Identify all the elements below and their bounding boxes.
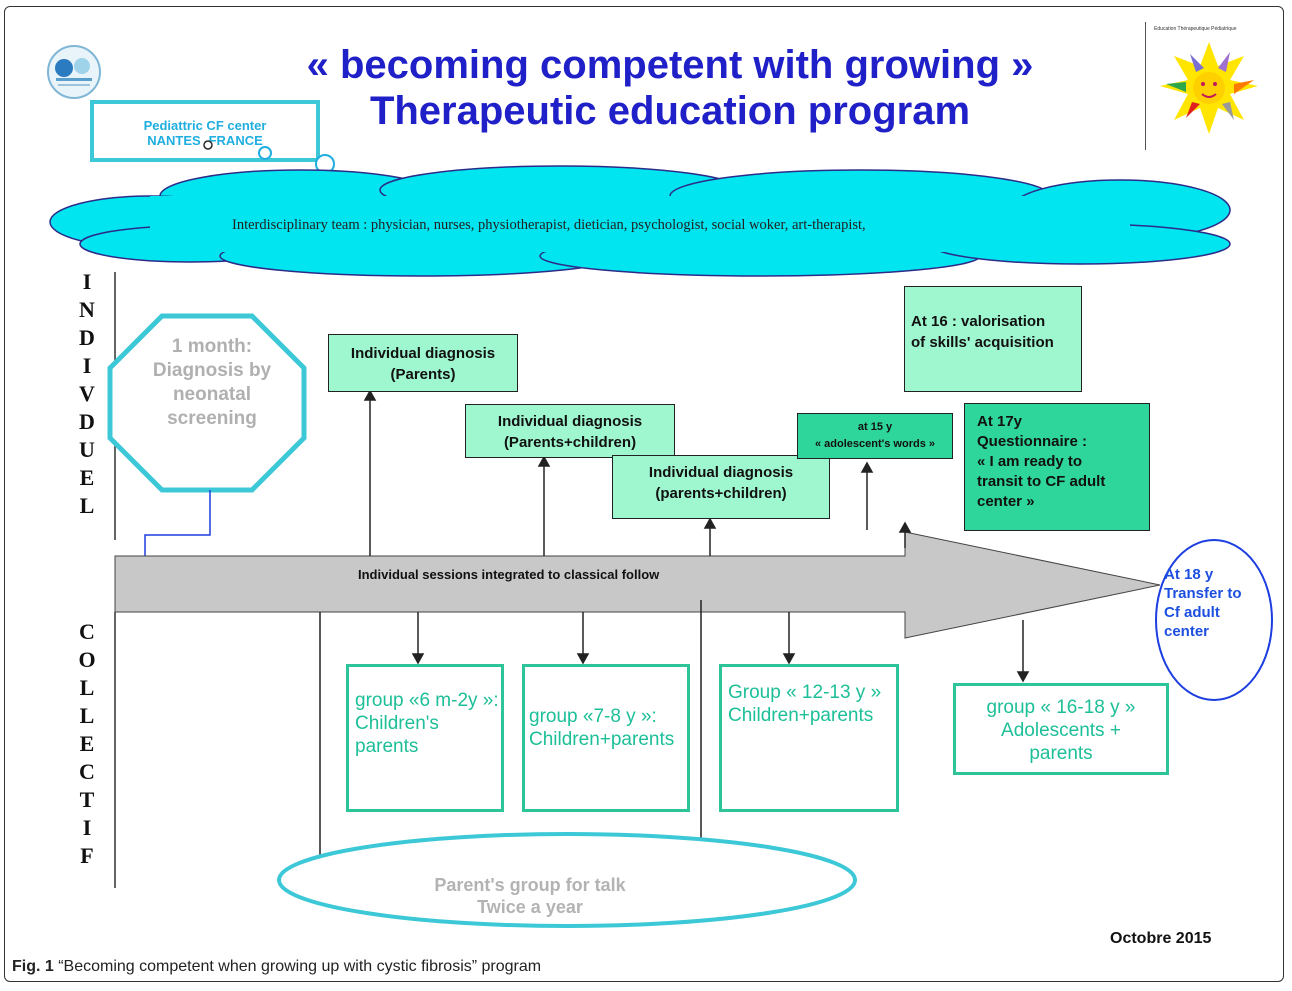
axis-letter: O [78,647,96,672]
group-line: Group « 12-13 y » [728,682,882,703]
group-line: parents [355,736,419,757]
center-label-line-2: NANTES -FRANCE [147,133,263,148]
parents-talk-line: Parent's group for talk [434,875,626,895]
group-line: group « 16-18 y » [986,697,1136,718]
caption-text: “Becoming competent when growing up with… [53,958,542,975]
group-line: Children's [355,713,439,734]
group-7-8y: group «7-8 y »: Children+parents [522,664,690,812]
date-label: Octobre 2015 [1110,930,1212,947]
caption-label: Fig. 1 [12,958,54,975]
box-line: center » [977,493,1035,510]
group-line: Children+parents [728,705,874,726]
axis-letter: C [79,759,95,784]
center-logo [47,45,101,99]
down-arrows [313,600,1030,871]
axis-letter: D [79,409,95,434]
axis-letter: D [79,325,95,350]
axis-letter: I [82,353,92,378]
group-16-18y: group « 16-18 y » Adolescents + parents [953,683,1169,775]
timeline-label: Individual sessions integrated to classi… [358,567,660,582]
axis-letter: T [79,787,95,812]
box-line: (parents+children) [655,485,787,502]
box-line: transit to CF adult [977,473,1106,490]
axis-letter: N [79,297,95,322]
octagon-shape [107,313,307,493]
center-label-line-1: Pediattric CF center [143,118,267,133]
box-line: of skills' acquisition [911,334,1054,351]
axis-letter: V [79,381,95,406]
octagon-text: 1 month: Diagnosis by neonatal screening [152,336,272,429]
group-line: parents [1029,743,1093,764]
title-line-2: Therapeutic education program [369,89,971,133]
timeline-arrow [114,531,1161,639]
axis-letter: U [79,437,95,462]
figure-frame [4,6,1284,982]
box-at-16: At 16 : valorisation of skills' acquisit… [904,286,1082,392]
axis-letter: E [79,465,95,490]
box-diagnosis-parents-children: Individual diagnosis (Parents+children) [465,404,675,458]
box-line: Individual diagnosis [648,464,794,481]
box-line: At 17y [977,413,1023,430]
group-line: Adolescents + [1001,720,1121,741]
axis-letter: L [79,675,95,700]
box-line: (Parents) [390,366,456,383]
axis-letter: L [79,703,95,728]
parents-talk-ellipse [277,832,857,928]
group-line: group «6 m-2y »: [355,690,499,711]
box-line: Individual diagnosis [350,345,496,362]
team-text: Interdisciplinary team : physician, nurs… [232,217,866,233]
sun-logo-icon [1160,42,1258,134]
transfer-text: At 18 y Transfer to Cf adult center [1164,566,1242,640]
figure-caption: Fig. 1 “Becoming competent when growing … [12,958,541,976]
axis-letter: I [82,815,92,840]
bubble-small [203,140,213,150]
bubble-medium [258,146,272,160]
program-logo-caption: Education Thérapeutique Pédiatrique [1154,26,1237,32]
box-diagnosis-parents: Individual diagnosis (Parents) [328,334,518,392]
transfer-ellipse [1155,539,1273,701]
center-label: Pediattric CF center NANTES -FRANCE [90,100,320,162]
box-at-17: At 17y Questionnaire : « I am ready to t… [964,403,1150,531]
axis-letter: I [82,269,92,294]
box-at-15: at 15 y « adolescent's words » [797,413,953,459]
parents-talk-line: Twice a year [477,897,583,917]
box-line: At 16 : valorisation [911,313,1046,330]
group-6m-2y: group «6 m-2y »: Children's parents [346,664,504,812]
box-line: (Parents+children) [503,434,637,451]
box-line: at 15 y [857,421,893,433]
up-arrows [363,389,912,556]
box-line: « adolescent's words » [815,438,935,450]
group-line: Children+parents [529,729,675,750]
axis-letter: L [79,493,95,518]
box-line: Questionnaire : [977,433,1088,450]
box-line: « I am ready to [977,453,1083,470]
octagon-connector [144,490,211,556]
collective-axis-label: C O L L E C T I F [72,618,102,870]
axis-letter: C [79,619,95,644]
title-line-1: « becoming competent with growing » [306,43,1034,87]
group-12-13y: Group « 12-13 y » Children+parents [719,664,899,812]
box-diagnosis-parents-children-2: Individual diagnosis (parents+children) [612,455,830,519]
group-line: group «7-8 y »: [529,706,657,727]
box-line: Individual diagnosis [497,413,643,430]
parents-talk-text: Parent's group for talk Twice a year [380,874,680,918]
axis-letter: E [79,731,95,756]
individual-axis-label: I N D I V D U E L [72,268,102,520]
axis-letter: F [80,843,94,868]
program-logo: Education Thérapeutique Pédiatrique [1145,22,1272,150]
